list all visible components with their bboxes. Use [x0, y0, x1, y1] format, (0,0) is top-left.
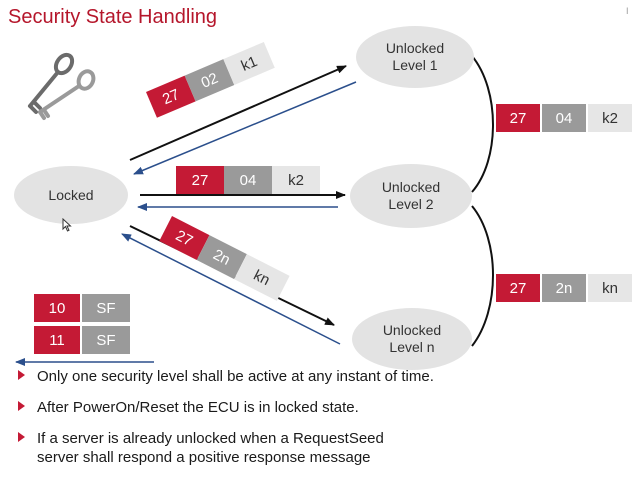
page-title: Security State Handling [8, 6, 218, 28]
cursor-icon [62, 218, 72, 232]
message-right-k2: 27 04 k2 [496, 104, 632, 132]
state-level1-line2: Level 1 [392, 57, 438, 73]
message-sf-10: 10 SF [34, 294, 130, 322]
bullet-1: Only one security level shall be active … [18, 368, 434, 385]
arrow-level2-to-leveln [471, 205, 494, 347]
sf2-label: SF [82, 326, 130, 354]
state-leveln-line1: Unlocked [382, 322, 442, 338]
state-leveln-line2: Level n [389, 339, 435, 355]
state-level2-line1: Unlocked [381, 179, 441, 195]
sf2-code: 11 [34, 326, 80, 354]
bullet-1-text: Only one security level shall be active … [37, 368, 434, 385]
msg4-service-id: 27 [496, 104, 540, 132]
msg2-service-id: 27 [176, 166, 224, 194]
msg2-key: k2 [272, 166, 320, 194]
arrow-level1-to-locked [133, 81, 357, 175]
state-level1-line1: Unlocked [385, 40, 445, 56]
msg5-service-id: 27 [496, 274, 540, 302]
bullet-triangle-icon [18, 370, 25, 380]
bullet-3: If a server is already unlocked when a R… [18, 430, 384, 447]
msg5-subfunction: 2n [542, 274, 586, 302]
message-right-kn: 27 2n kn [496, 274, 632, 302]
bullet-triangle-icon [18, 432, 25, 442]
bullet-2: After PowerOn/Reset the ECU is in locked… [18, 399, 359, 416]
bullet-2-text: After PowerOn/Reset the ECU is in locked… [37, 399, 359, 416]
state-locked: Locked [14, 166, 128, 224]
bullet-triangle-icon [18, 401, 25, 411]
keys-icon [28, 52, 96, 120]
msg2-subfunction: 04 [224, 166, 272, 194]
msg5-key: kn [588, 274, 632, 302]
msg4-key: k2 [588, 104, 632, 132]
bullet-3-text-line2: server shall respond a positive response… [37, 449, 371, 466]
sf1-label: SF [82, 294, 130, 322]
state-level2-line2: Level 2 [388, 196, 434, 212]
message-to-level2: 27 04 k2 [176, 166, 320, 194]
arrow-locked-to-level1 [129, 65, 347, 161]
corner-mark: I [626, 6, 629, 16]
sf1-code: 10 [34, 294, 80, 322]
bullet-3-text: If a server is already unlocked when a R… [37, 430, 384, 447]
arrow-leveln-to-locked [121, 233, 341, 345]
state-locked-label: Locked [48, 186, 94, 203]
arrow-level1-to-level2 [471, 55, 494, 193]
msg4-subfunction: 04 [542, 104, 586, 132]
bullet-3-continuation: server shall respond a positive response… [37, 449, 371, 466]
message-sf-11: 11 SF [34, 326, 130, 354]
